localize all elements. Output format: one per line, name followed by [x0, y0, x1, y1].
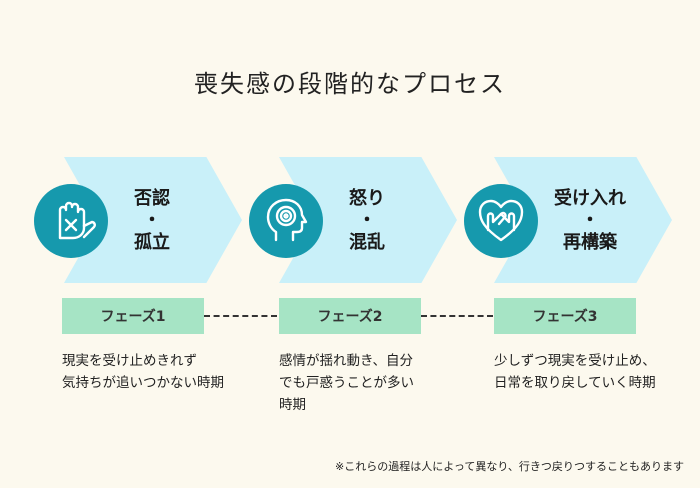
phase-badge-1: フェーズ1: [62, 298, 204, 334]
phase-badge-3: フェーズ3: [494, 298, 636, 334]
stage-label-3: 受け入れ ・ 再構築: [554, 188, 626, 253]
raised-hand-x-icon: [34, 184, 108, 258]
connector-line-1: [204, 315, 277, 317]
heart-hands-icon: [464, 184, 538, 258]
phase-description-3: 少しずつ現実を受け止め、 日常を取り戻していく時期: [494, 353, 656, 391]
head-spiral-icon: [249, 184, 323, 258]
footnote: ※これらの過程は人によって異なり、行きつ戻りつすることもあります: [334, 460, 684, 473]
page-title: 喪失感の段階的なプロセス: [194, 70, 506, 98]
phase-badge-2: フェーズ2: [279, 298, 421, 334]
phase-description-1: 現実を受け止めきれず 気持ちが追いつかない時期: [62, 353, 224, 391]
stage-label-2: 怒り ・ 混乱: [349, 188, 385, 253]
stage-label-1: 否認 ・ 孤立: [134, 188, 170, 253]
phase-description-2: 感情が揺れ動き、自分 でも戸惑うことが多い 時期: [279, 353, 414, 413]
connector-line-2: [421, 315, 493, 317]
